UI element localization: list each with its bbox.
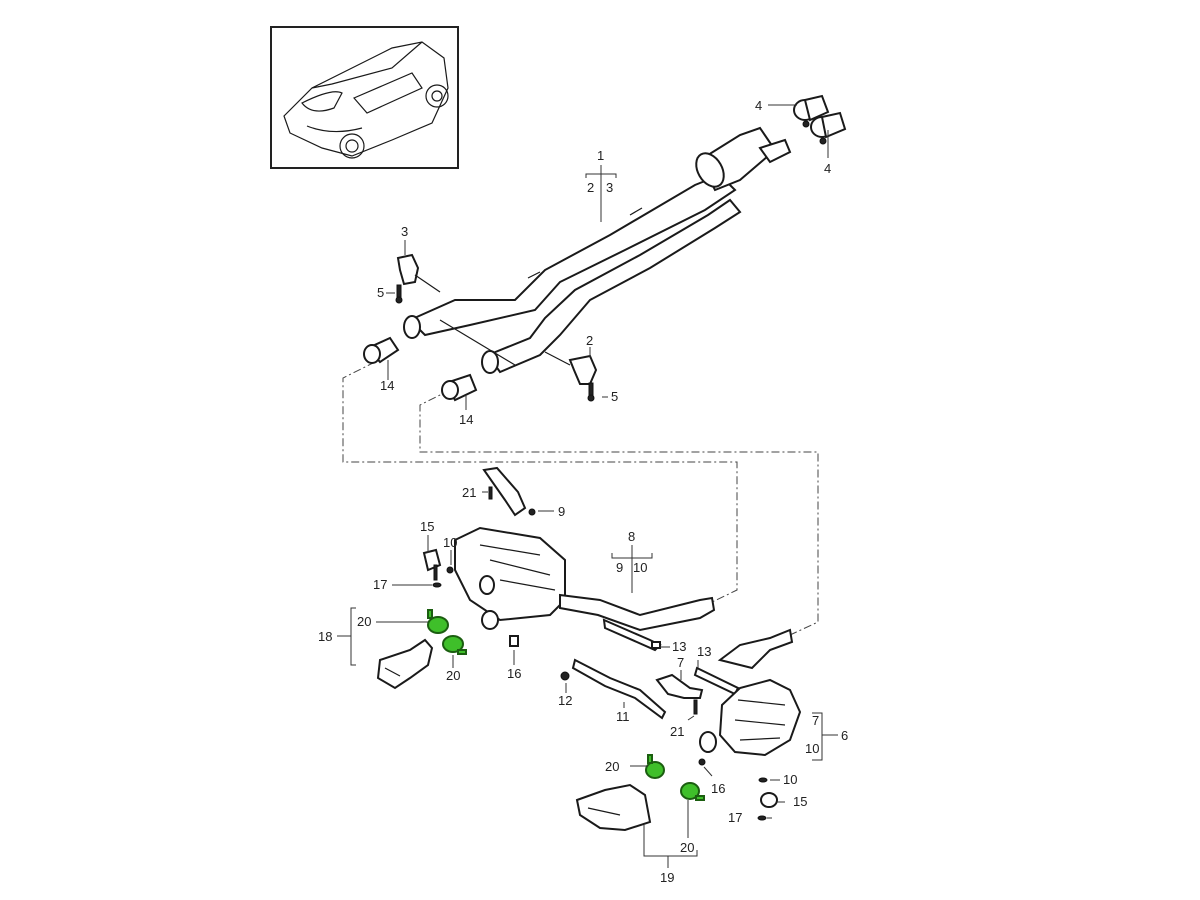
callout-20: 20: [446, 668, 460, 683]
callout-13: 13: [697, 644, 711, 659]
callout-2: 2: [586, 333, 593, 348]
callout-9: 9: [616, 560, 623, 575]
callout-16: 16: [711, 781, 725, 796]
tailpipe-clamp-20-right-2[interactable]: [680, 782, 705, 801]
tailpipe-clamp-20-right-1[interactable]: [645, 754, 665, 779]
callout-10: 10: [443, 535, 457, 550]
callout-18: 18: [318, 629, 332, 644]
callout-labels: 1 2 3 4 4 3 5 2 5 14 14 21 9 15 10 8 9 1…: [318, 98, 848, 885]
bolt-5-upper[interactable]: [395, 284, 403, 304]
clamp-sleeve-14-right[interactable]: [441, 373, 478, 402]
callout-10: 10: [805, 741, 819, 756]
clip-17-right[interactable]: [757, 815, 767, 821]
callout-10: 10: [633, 560, 647, 575]
holder-11[interactable]: [571, 658, 667, 720]
rear-silencer-right[interactable]: [699, 628, 802, 757]
car-overview-icon: [283, 41, 449, 159]
callout-14: 14: [380, 378, 394, 393]
callout-10: 10: [783, 772, 797, 787]
nut-12[interactable]: [560, 671, 570, 681]
bracket-7[interactable]: [655, 673, 704, 699]
callout-16: 16: [507, 666, 521, 681]
callout-4: 4: [824, 161, 831, 176]
tailpipe-clamp-20-left-1[interactable]: [427, 609, 449, 634]
callout-11: 11: [616, 709, 630, 724]
callout-7: 7: [677, 655, 684, 670]
clip-17-left[interactable]: [432, 582, 442, 588]
callout-5: 5: [377, 285, 384, 300]
callout-20: 20: [357, 614, 371, 629]
nut-16-left[interactable]: [509, 635, 519, 647]
callout-20: 20: [680, 840, 694, 855]
callout-1: 1: [597, 148, 604, 163]
callout-3: 3: [401, 224, 408, 239]
callout-21: 21: [670, 724, 684, 739]
hanger-bracket-3[interactable]: [396, 253, 441, 293]
vehicle-thumbnail: [270, 26, 459, 169]
callout-5: 5: [611, 389, 618, 404]
rear-silencer-left[interactable]: [454, 526, 716, 652]
callout-17: 17: [728, 810, 742, 825]
actuator-15-right[interactable]: [760, 792, 778, 808]
callout-13: 13: [672, 639, 686, 654]
front-pipe-assembly[interactable]: [403, 126, 792, 374]
callout-2: 2: [587, 180, 594, 195]
clamp-sleeve-14-left[interactable]: [363, 336, 400, 364]
leader-lines: [337, 104, 838, 868]
callout-15: 15: [420, 519, 434, 534]
callout-8: 8: [628, 529, 635, 544]
clamp-front-1[interactable]: [793, 94, 830, 128]
bolt-21-upper[interactable]: [488, 486, 493, 500]
nut-16-right[interactable]: [698, 758, 706, 766]
callout-14: 14: [459, 412, 473, 427]
connection-lines: [342, 361, 819, 636]
tailpipe-left[interactable]: [376, 638, 434, 690]
callout-21: 21: [462, 485, 476, 500]
hanger-bracket-2[interactable]: [544, 351, 598, 385]
bolt-21-lower[interactable]: [693, 699, 698, 715]
callout-7: 7: [812, 713, 819, 728]
actuator-15-left[interactable]: [422, 548, 442, 581]
nut-10-left[interactable]: [446, 566, 454, 574]
callout-12: 12: [558, 693, 572, 708]
callout-3: 3: [606, 180, 613, 195]
callout-9: 9: [558, 504, 565, 519]
callout-20: 20: [605, 759, 619, 774]
callout-17: 17: [373, 577, 387, 592]
callout-15: 15: [793, 794, 807, 809]
tailpipe-clamp-20-left-2[interactable]: [442, 635, 467, 655]
spacer-13-a[interactable]: [651, 641, 661, 649]
bolt-5-lower[interactable]: [587, 382, 595, 402]
callout-19: 19: [660, 870, 674, 885]
callout-4: 4: [755, 98, 762, 113]
callout-6: 6: [841, 728, 848, 743]
bracket-9[interactable]: [482, 466, 536, 517]
tailpipe-right[interactable]: [575, 783, 652, 832]
nut-10-right[interactable]: [758, 777, 768, 783]
